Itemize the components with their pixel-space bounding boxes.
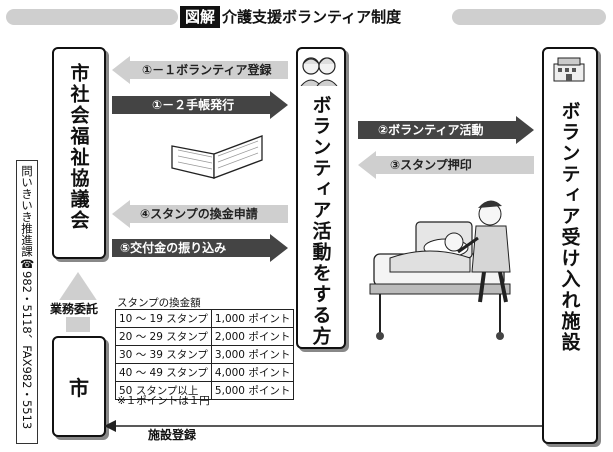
arrow-booklet: ①－２手帳発行	[112, 91, 288, 119]
facility-box: ボランティア受け入れ施設	[542, 47, 598, 444]
city-label: 市	[69, 376, 89, 400]
facility-label: ボランティア受け入れ施設	[558, 101, 581, 353]
table-cell: 30 ～ 39 スタンプ	[115, 345, 212, 364]
outsourcing-label: 業務委託	[48, 300, 101, 317]
care-scene-illustration	[369, 200, 511, 340]
table-cell: 2,000 ポイント	[210, 327, 295, 346]
contact-note: 問いきいき推進課☎982・5118、FAX982・5513	[16, 160, 38, 444]
arrow-stamp-label: ③スタンプ押印	[390, 158, 472, 172]
table-cell: 50 スタンプ以上	[115, 381, 212, 400]
arrow-stamp: ③スタンプ押印	[358, 151, 534, 179]
arrow-exchange-request-label: ④スタンプの換金申請	[140, 207, 258, 221]
title-tag: 図解	[180, 6, 221, 28]
facility-registration-arrow	[104, 420, 542, 432]
booklet-icon	[171, 135, 263, 179]
arrow-booklet-label: ①－２手帳発行	[152, 98, 235, 112]
table-cell: 4,000 ポイント	[210, 363, 295, 382]
contact-note-text: 問いきいき推進課☎982・5118、FAX982・5513	[20, 165, 34, 430]
table-cell: 5,000 ポイント	[210, 381, 295, 400]
volunteer-label: ボランティア活動をする方	[309, 95, 332, 347]
city-box: 市	[52, 336, 106, 437]
volunteer-box: ボランティア活動をする方	[296, 47, 346, 349]
arrow-registration-label: ①－１ボランティア登録	[142, 63, 272, 77]
rates-note: ※１ポイントは１円	[117, 395, 210, 407]
council-label: 市社会福祉協議会	[67, 63, 90, 231]
page-title: 介護支援ボランティア制度	[222, 8, 402, 26]
building-icon	[553, 57, 585, 82]
arrow-registration: ①－１ボランティア登録	[112, 56, 288, 84]
title-bar-left-decor	[6, 9, 178, 25]
arrow-activity: ②ボランティア活動	[358, 116, 534, 144]
rates-caption: スタンプの換金額	[117, 297, 201, 309]
council-box: 市社会福祉協議会	[52, 47, 106, 259]
table-cell: 10 ～ 19 スタンプ	[115, 309, 212, 328]
table-cell: 1,000 ポイント	[210, 309, 295, 328]
table-cell: 20 ～ 29 スタンプ	[115, 327, 212, 346]
arrow-exchange-request: ④スタンプの換金申請	[112, 200, 288, 228]
outsourcing-arrow	[58, 272, 98, 332]
title-bar-right-decor	[452, 9, 606, 25]
facility-registration-label: 施設登録	[148, 428, 197, 442]
arrow-activity-label: ②ボランティア活動	[378, 123, 484, 137]
arrow-transfer: ⑤交付金の振り込み	[112, 234, 288, 262]
table-cell: 3,000 ポイント	[210, 345, 295, 364]
table-cell: 40 ～ 49 スタンプ	[115, 363, 212, 382]
arrow-transfer-label: ⑤交付金の振り込み	[120, 241, 227, 255]
elderly-couple-icon	[300, 57, 338, 86]
title-bar: 図解 介護支援ボランティア制度	[0, 6, 613, 28]
